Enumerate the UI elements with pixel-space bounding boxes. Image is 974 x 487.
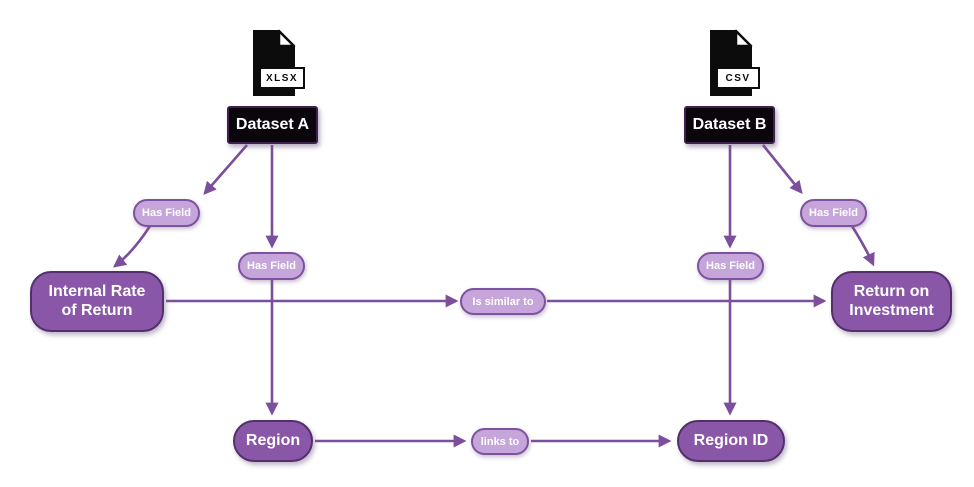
edge-dataset-a-to-has-field-left [203,144,248,195]
edge-label-has-field-b-mid[interactable]: Has Field [697,252,764,280]
node-internal-rate-of-return[interactable]: Internal Rate of Return [30,271,164,332]
edge-has-field-right-to-roi [850,225,875,267]
node-label-line: Return on [853,282,930,300]
xlsx-file-type-badge: XLSX [259,67,305,89]
edge-label-has-field-a-left[interactable]: Has Field [133,199,200,227]
node-label-line: of Return [61,301,133,319]
edge-label-links-to[interactable]: links to [471,428,529,455]
node-region-id[interactable]: Region ID [677,420,785,462]
node-label-line: Internal Rate [48,282,146,300]
csv-file-icon: CSV [707,28,763,100]
csv-file-type-badge: CSV [716,67,760,89]
edge-label-has-field-b-right[interactable]: Has Field [800,199,867,227]
node-region[interactable]: Region [233,420,313,462]
edge-dataset-b-to-has-field-right [761,144,803,195]
edge-label-has-field-a-mid[interactable]: Has Field [238,252,305,280]
node-dataset-a[interactable]: Dataset A [227,106,318,144]
node-label-line: Investment [849,301,934,319]
edge-has-field-left-to-irr [112,225,152,268]
node-return-on-investment[interactable]: Return on Investment [831,271,952,332]
xlsx-file-icon: XLSX [250,28,306,100]
node-dataset-b[interactable]: Dataset B [684,106,775,144]
edge-label-is-similar-to[interactable]: Is similar to [460,288,546,315]
